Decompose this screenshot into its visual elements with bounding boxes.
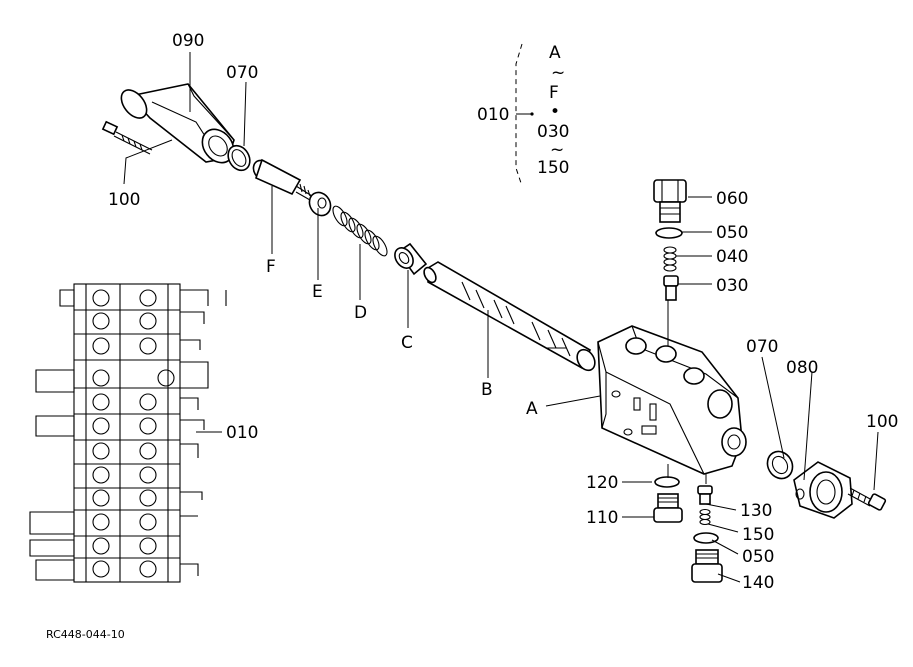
callout-090: 090 <box>172 31 204 51</box>
part-C-sleeve <box>394 242 428 276</box>
callout-C: C <box>401 333 413 353</box>
callout-120: 120 <box>586 473 618 493</box>
part-D-spring <box>332 205 388 257</box>
part-050-oring-top <box>655 227 683 239</box>
callout-050-top: 050 <box>716 223 748 243</box>
callout-060: 060 <box>716 189 748 209</box>
callout-150: 150 <box>742 525 774 545</box>
part-030-poppet <box>663 275 679 301</box>
part-A-valve-housing <box>597 325 747 475</box>
part-070-oring-right <box>766 450 794 480</box>
range-tilde-1: ~ <box>551 63 565 83</box>
callout-040: 040 <box>716 247 748 267</box>
callout-100-right: 100 <box>866 412 898 432</box>
drawing-reference: RC448-044-10 <box>46 628 125 641</box>
assembly-number: 010 <box>477 105 509 125</box>
part-F-plunger <box>252 158 313 201</box>
callout-A: A <box>526 399 538 419</box>
assembly-note: 010 A ~ F • 030 ~ 150 <box>477 43 569 178</box>
part-070-oring-top-inner <box>231 149 247 167</box>
range2-end: 150 <box>537 158 569 178</box>
callout-070-top: 070 <box>226 63 258 83</box>
range-tilde-2: ~ <box>550 140 564 160</box>
range-start: A <box>549 43 561 63</box>
part-130-poppet <box>697 485 713 505</box>
leader-lines <box>123 52 879 583</box>
part-110-plug <box>653 493 683 523</box>
part-100-bolt-left <box>101 120 153 155</box>
part-140-plug <box>691 549 723 583</box>
part-070-oring-top <box>227 144 251 172</box>
bracket-dot <box>530 112 534 116</box>
callout-B: B <box>481 380 493 400</box>
callout-050-bottom: 050 <box>742 547 774 567</box>
part-150-spring <box>699 508 711 526</box>
part-080-flange <box>793 461 853 519</box>
callout-070-right: 070 <box>746 337 778 357</box>
callout-labels: 090 070 100 F E D C B A 060 050 040 030 … <box>108 31 898 593</box>
part-060-plug <box>653 179 687 223</box>
range2-start: 030 <box>537 122 569 142</box>
part-E-spring-seat <box>308 191 332 217</box>
callout-030: 030 <box>716 276 748 296</box>
callout-080: 080 <box>786 358 818 378</box>
callout-100-left: 100 <box>108 190 140 210</box>
part-120-oring <box>654 476 680 488</box>
range-dot: • <box>550 102 560 122</box>
part-B-spool <box>423 261 596 372</box>
part-100-bolt-right <box>847 487 887 511</box>
callout-D: D <box>354 303 367 323</box>
range-end: F <box>549 83 559 103</box>
callout-130: 130 <box>740 501 772 521</box>
callout-F: F <box>266 257 276 277</box>
part-040-spring <box>663 246 677 272</box>
valve-bank-schematic <box>29 283 227 583</box>
part-090-relief-body <box>120 83 235 164</box>
callout-140: 140 <box>742 573 774 593</box>
callout-010-side: 010 <box>226 423 258 443</box>
part-070-oring-right-inner <box>771 455 789 475</box>
assembly-bracket <box>515 43 523 187</box>
callout-110: 110 <box>586 508 618 528</box>
callout-E: E <box>312 282 323 302</box>
